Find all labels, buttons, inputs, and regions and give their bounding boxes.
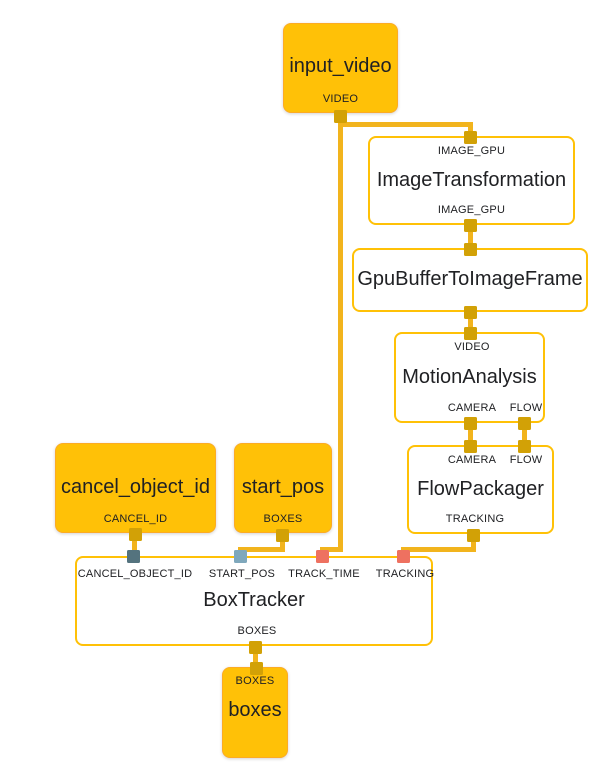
port-boxtracker-cancelobjectid-in[interactable] (126, 549, 140, 563)
edge-trunk-to-tracktime-h (319, 547, 343, 552)
port-motionanalysis-flow-out[interactable] (517, 416, 531, 430)
node-title: GpuBufferToImageFrame (357, 268, 583, 291)
port-motionanalysis-camera-out[interactable] (463, 416, 477, 430)
node-start-pos[interactable]: start_pos BOXES (234, 443, 332, 533)
node-input-video[interactable]: input_video VIDEO (283, 23, 398, 113)
edge-motionanalysis-flow-to-flowpackager (521, 420, 527, 447)
port-flowpackager-tracking-out[interactable] (466, 528, 480, 542)
node-title: MotionAnalysis (402, 365, 537, 388)
port-label-tracktime-in: TRACK_TIME (288, 568, 360, 580)
node-boxtracker[interactable]: CANCEL_OBJECT_ID START_POS TRACK_TIME TR… (75, 556, 435, 646)
port-label-cancelobjectid-in: CANCEL_OBJECT_ID (77, 568, 193, 580)
port-label-imagegpu-in: IMAGE_GPU (437, 145, 506, 157)
port-label-boxes-in: BOXES (235, 675, 275, 687)
port-label-startpos-in: START_POS (208, 568, 276, 580)
port-boxtracker-startpos-in[interactable] (233, 549, 247, 563)
node-cancel-object-id[interactable]: cancel_object_id CANCEL_ID (55, 443, 216, 533)
port-gpubuffer-out[interactable] (463, 305, 477, 319)
port-label-video-out: VIDEO (322, 93, 359, 105)
edge-imagetransformation-to-gpubuffer (467, 222, 473, 250)
edge-input-video-to-imagetransformation-h (337, 121, 473, 127)
edge-startpos-boxes-v1 (279, 532, 285, 552)
node-title: ImageTransformation (376, 168, 567, 191)
edge-boxtracker-to-boxes (252, 645, 258, 668)
port-label-camera-in: CAMERA (447, 454, 497, 466)
node-motionanalysis[interactable]: VIDEO MotionAnalysis CAMERA FLOW (394, 332, 545, 423)
port-label-camera-out: CAMERA (447, 402, 497, 414)
port-label-cancelid-out: CANCEL_ID (103, 513, 168, 525)
port-flowpackager-camera-in[interactable] (463, 439, 477, 453)
node-title: BoxTracker (203, 589, 305, 612)
port-label-video-in: VIDEO (454, 341, 490, 353)
edge-input-video-to-imagetransformation-v (467, 121, 473, 138)
node-title: cancel_object_id (61, 476, 210, 498)
port-label-flow-out: FLOW (509, 402, 543, 414)
port-imagetransformation-imagegpu-out[interactable] (463, 218, 477, 232)
port-label-tracking-in: TRACKING (375, 568, 435, 580)
node-gpubuffertoimageframe[interactable]: GpuBufferToImageFrame (352, 248, 588, 312)
edge-flowpackager-tracking-v1 (470, 532, 476, 552)
node-flowpackager[interactable]: CAMERA FLOW FlowPackager TRACKING (407, 445, 554, 534)
port-label-flow-in: FLOW (509, 454, 543, 466)
node-image-transformation[interactable]: IMAGE_GPU ImageTransformation IMAGE_GPU (368, 136, 575, 225)
edge-motionanalysis-camera-to-flowpackager (467, 420, 473, 447)
port-gpubuffer-in[interactable] (463, 242, 477, 256)
port-input-video-video-out[interactable] (333, 109, 347, 123)
port-boxes-boxes-in[interactable] (249, 661, 263, 675)
edge-cancel-to-boxtracker (131, 532, 137, 556)
node-title: input_video (289, 55, 392, 77)
edge-input-video-trunk (337, 113, 343, 550)
port-boxtracker-tracking-in[interactable] (396, 549, 410, 563)
port-label-imagegpu-out: IMAGE_GPU (437, 204, 506, 216)
port-motionanalysis-video-in[interactable] (463, 326, 477, 340)
port-flowpackager-flow-in[interactable] (517, 439, 531, 453)
port-cancelobjectid-cancelid-out[interactable] (128, 527, 142, 541)
node-title: boxes (228, 699, 282, 721)
node-title: start_pos (241, 476, 325, 498)
port-label-boxes-out: BOXES (237, 625, 277, 637)
edge-startpos-boxes-h (237, 547, 285, 552)
port-boxtracker-tracktime-in[interactable] (315, 549, 329, 563)
node-boxes[interactable]: BOXES boxes (222, 667, 288, 758)
edge-gpubuffer-to-motionanalysis (467, 309, 473, 335)
port-label-boxes-out: BOXES (263, 513, 303, 525)
edge-flowpackager-tracking-h (400, 547, 476, 552)
port-boxtracker-boxes-out[interactable] (248, 640, 262, 654)
port-label-tracking-out: TRACKING (445, 513, 505, 525)
port-startpos-boxes-out[interactable] (275, 528, 289, 542)
port-imagetransformation-imagegpu-in[interactable] (463, 130, 477, 144)
node-title: FlowPackager (417, 477, 544, 500)
